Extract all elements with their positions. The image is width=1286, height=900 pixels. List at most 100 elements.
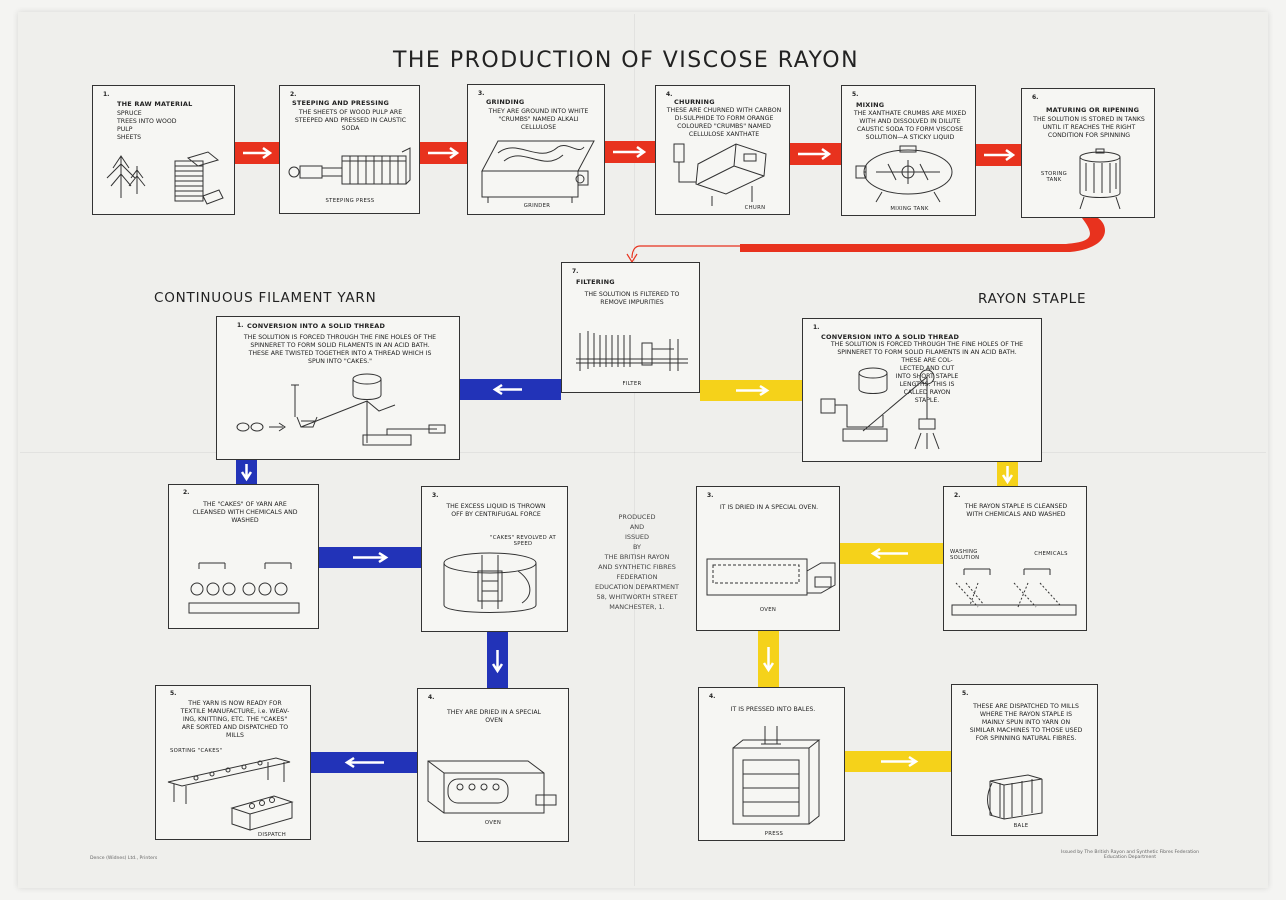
step-caption: STEEPING PRESS [325, 198, 375, 204]
rs-step-dispatch: 5. THESE ARE DISPATCHED TO MILLS WHERE T… [951, 684, 1098, 836]
step-caption: FILTER [622, 381, 642, 387]
steeping-press-icon [288, 147, 411, 185]
step-number: 1. [237, 322, 244, 329]
red-arrow-5-6 [976, 144, 1021, 166]
step-text: THE SOLUTION IS FILTERED TO REMOVE IMPUR… [584, 291, 680, 306]
step-text: SPRUCE TREES INTO WOOD PULP SHEETS [117, 110, 177, 141]
step-heading: CONVERSION INTO A SOLID THREAD [247, 322, 386, 330]
step-heading: MATURING OR RIPENING [1046, 106, 1140, 114]
step-raw-material: 1. THE RAW MATERIAL SPRUCE TREES INTO WO… [92, 85, 235, 215]
spinning-pot-icon [236, 373, 446, 446]
rs-step-drying: 3. IT IS DRIED IN A SPECIAL OVEN. OVEN [696, 486, 840, 631]
step-caption: STORING TANK [1040, 171, 1068, 183]
step-number: 5. [852, 91, 859, 98]
rs-step-conversion: 1. CONVERSION INTO A SOLID THREAD THE SO… [802, 318, 1042, 462]
step-caption: GRINDER [523, 203, 551, 209]
step-caption: OVEN [759, 607, 777, 613]
step-number: 4. [666, 91, 673, 98]
step-text: THE SOLUTION IS STORED IN TANKS UNTIL IT… [1033, 116, 1145, 139]
step-number: 1. [103, 91, 110, 98]
staple-washing-icon [951, 568, 1077, 616]
fold-line-horizontal [20, 452, 1266, 453]
blue-arrow-cf3-cf4 [487, 632, 508, 688]
step-text: THESE ARE CHURNED WITH CARBON DI-SULPHID… [666, 107, 782, 138]
step-text: THE EXCESS LIQUID IS THROWN OFF BY CENTR… [446, 503, 546, 518]
step-number: 3. [432, 492, 439, 499]
yellow-arrow-rs2-rs3 [840, 543, 943, 564]
sorting-dispatch-icon [167, 757, 294, 831]
step-text: THEY ARE GROUND INTO WHITE "CRUMBS" NAME… [488, 108, 589, 131]
step-number: 3. [478, 90, 485, 97]
mixing-tank-icon [855, 145, 953, 203]
continuous-filament-title: CONTINUOUS FILAMENT YARN [154, 290, 377, 306]
step-caption: BALE [1013, 823, 1029, 829]
washing-cakes-icon [188, 562, 300, 614]
red-arrow-2-3 [420, 142, 467, 164]
step-text: THESE ARE DISPATCHED TO MILLS WHERE THE … [969, 703, 1083, 742]
bale-press-icon [732, 726, 821, 825]
printer-credit: Dence (Widnes) Ltd., Printers [90, 856, 158, 861]
step-text: THE SOLUTION IS FORCED THROUGH THE FINE … [830, 341, 1024, 404]
step-text: THE SOLUTION IS FORCED THROUGH THE FINE … [243, 334, 437, 365]
step-churning: 4. CHURNING THESE ARE CHURNED WITH CARBO… [655, 85, 790, 215]
yellow-arrow-filter-to-rs1 [700, 380, 802, 401]
grinder-icon [481, 140, 595, 203]
blue-arrow-cf1-cf2 [236, 460, 257, 484]
step-steeping: 2. STEEPING AND PRESSING THE SHEETS OF W… [279, 85, 420, 214]
oven-icon [427, 760, 557, 814]
step-caption-2: WASHING SOLUTION [950, 549, 980, 561]
fold-line-vertical [634, 14, 635, 886]
step-text: IT IS DRIED IN A SPECIAL OVEN. [719, 504, 819, 511]
step-caption: MIXING TANK [890, 206, 929, 212]
step-caption: "CAKES" REVOLVED AT SPEED [489, 535, 557, 547]
step-caption-2: SORTING "CAKES" [170, 748, 223, 754]
yellow-arrow-rs4-rs5 [845, 751, 951, 772]
churn-icon [673, 143, 767, 206]
step-number: 5. [170, 690, 177, 697]
step-number: 1. [813, 324, 820, 331]
staple-oven-icon [706, 558, 836, 596]
step-number: 6. [1032, 94, 1039, 101]
step-number: 4. [428, 694, 435, 701]
poster-title: THE PRODUCTION OF VISCOSE RAYON [392, 48, 860, 73]
step-number: 4. [709, 693, 716, 700]
cf-step-cleansing: 2. THE "CAKES" OF YARN ARE CLEANSED WITH… [168, 484, 319, 629]
step-heading: MIXING [856, 101, 885, 109]
blue-arrow-cf4-cf5 [310, 752, 417, 773]
step-caption: PRESS [764, 831, 784, 837]
step-heading: CHURNING [674, 98, 715, 106]
cf-step-centrifugal: 3. THE EXCESS LIQUID IS THROWN OFF BY CE… [421, 486, 568, 632]
step-heading: CONVERSION INTO A SOLID THREAD [821, 333, 960, 341]
step-mixing: 5. MIXING THE XANTHATE CRUMBS ARE MIXED … [841, 85, 976, 216]
step-caption: CHEMICALS [1034, 551, 1068, 557]
step-heading: GRINDING [486, 98, 525, 106]
red-curved-arrow-6-7 [626, 217, 1105, 264]
blue-arrow-cf2-cf3 [319, 547, 421, 568]
cf-step-drying: 4. THEY ARE DRIED IN A SPECIAL OVEN OVEN [417, 688, 569, 842]
bale-icon [987, 774, 1043, 820]
step-text: IT IS PRESSED INTO BALES. [730, 706, 816, 713]
yellow-arrow-rs3-rs4 [758, 631, 779, 687]
step-text: THE XANTHATE CRUMBS ARE MIXED WITH AND D… [853, 110, 967, 141]
step-grinding: 3. GRINDING THEY ARE GROUND INTO WHITE "… [467, 84, 605, 215]
step-text: THEY ARE DRIED IN A SPECIAL OVEN [446, 709, 542, 724]
yellow-arrow-rs1-rs2 [997, 462, 1018, 487]
storing-tank-icon [1079, 148, 1121, 210]
red-arrow-4-5 [790, 143, 841, 165]
cf-step-dispatch: 5. THE YARN IS NOW READY FOR TEXTILE MAN… [155, 685, 311, 840]
rayon-staple-title: RAYON STAPLE [978, 291, 1087, 307]
step-heading: THE RAW MATERIAL [117, 100, 193, 108]
step-maturing: 6. MATURING OR RIPENING THE SOLUTION IS … [1021, 88, 1155, 218]
step-number: 7. [572, 268, 579, 275]
spruce-and-pulp-icon [106, 151, 224, 205]
step-filtering: 7. FILTERING THE SOLUTION IS FILTERED TO… [561, 262, 700, 393]
rs-step-pressing: 4. IT IS PRESSED INTO BALES. PRESS [698, 687, 845, 841]
publisher-note: PRODUCED AND ISSUED BY THE BRITISH RAYON… [595, 513, 679, 611]
step-text: THE SHEETS OF WOOD PULP ARE STEEPED AND … [294, 109, 407, 132]
step-number: 2. [183, 489, 190, 496]
centrifuge-icon [443, 552, 537, 613]
red-arrow-1-2 [235, 142, 279, 164]
red-arrow-3-4 [605, 141, 655, 163]
step-number: 5. [962, 690, 969, 697]
step-heading: FILTERING [576, 278, 615, 286]
